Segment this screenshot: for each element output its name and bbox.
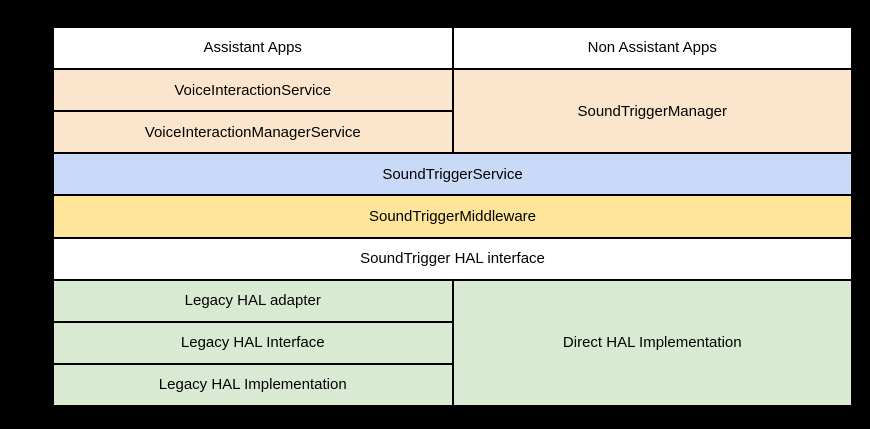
cell-sound-trigger-middleware: SoundTriggerMiddleware	[54, 196, 851, 237]
cell-direct-hal-implementation: Direct HAL Implementation	[453, 280, 851, 405]
cell-sound-trigger-service: SoundTriggerService	[54, 154, 851, 195]
cell-legacy-hal-interface: Legacy HAL Interface	[54, 322, 452, 363]
cell-assistant-apps: Assistant Apps	[54, 28, 452, 69]
cell-non-assistant-apps: Non Assistant Apps	[453, 28, 851, 69]
cell-legacy-hal-implementation: Legacy HAL Implementation	[54, 364, 452, 405]
soundtrigger-stack-table: Assistant Apps Non Assistant Apps VoiceI…	[53, 27, 852, 406]
cell-voice-interaction-manager-service: VoiceInteractionManagerService	[54, 112, 452, 153]
cell-sound-trigger-hal-interface: SoundTrigger HAL interface	[54, 238, 851, 279]
cell-sound-trigger-manager: SoundTriggerManager	[453, 70, 851, 153]
cell-legacy-hal-adapter: Legacy HAL adapter	[54, 280, 452, 321]
cell-voice-interaction-service: VoiceInteractionService	[54, 70, 452, 111]
